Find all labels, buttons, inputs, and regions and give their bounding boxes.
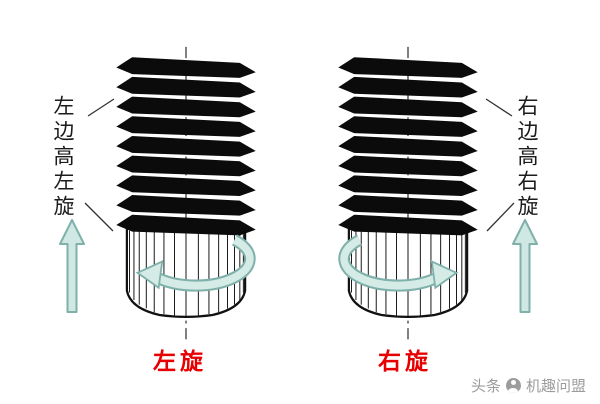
left-screw-side-label: 左边高左旋 xyxy=(51,95,74,220)
up-arrow-icon xyxy=(59,219,85,313)
person-badge-icon xyxy=(505,378,521,393)
right-rotation-caption: 右旋 xyxy=(378,348,432,374)
right-screw-side-label: 右边高右旋 xyxy=(515,95,538,220)
thread-turns xyxy=(116,57,256,236)
rotation-arrow-cw-icon xyxy=(338,234,459,292)
leader-line xyxy=(486,202,515,232)
rotation-arrow-ccw-icon xyxy=(135,234,256,292)
watermark: 头条 机趣问盟 xyxy=(471,375,586,396)
right-hand-screw-illustration xyxy=(338,46,478,342)
left-rotation-caption: 左旋 xyxy=(153,348,207,374)
leader-line xyxy=(485,98,513,117)
shank-hatching xyxy=(129,230,244,317)
watermark-prefix: 头条 xyxy=(470,378,501,395)
up-arrow-icon xyxy=(512,219,538,313)
thread-turns xyxy=(338,57,478,236)
leader-line xyxy=(84,202,114,232)
left-hand-screw-illustration xyxy=(116,46,256,342)
watermark-account: 机趣问盟 xyxy=(525,378,586,395)
